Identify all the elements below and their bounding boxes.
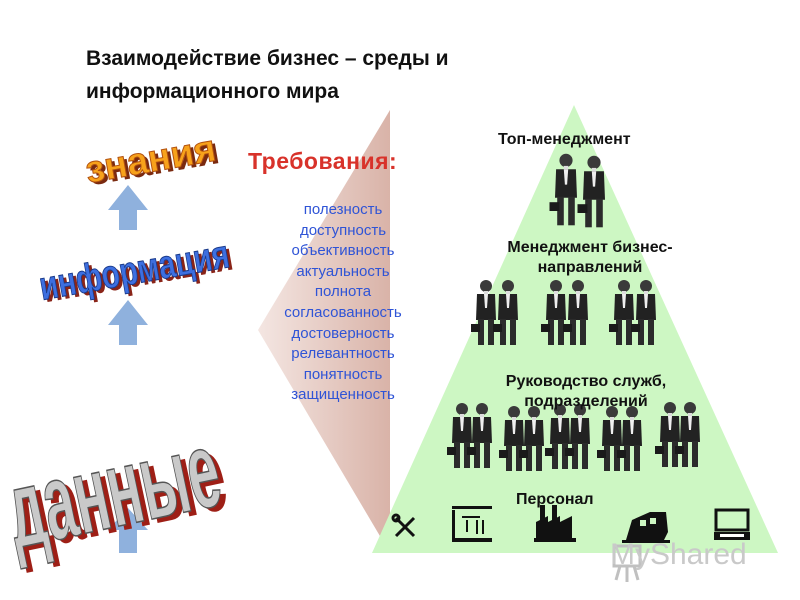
requirements-heading: Требования: bbox=[248, 148, 398, 174]
arrow-up-icon bbox=[108, 508, 148, 553]
level-label-line: Менеджмент бизнес- bbox=[507, 239, 673, 256]
word-information: информация информация bbox=[35, 232, 236, 312]
requirements-list: полезность доступность объективность акт… bbox=[258, 200, 428, 406]
requirements-backdrop bbox=[258, 110, 390, 553]
requirement-item: понятность bbox=[303, 365, 383, 383]
watermark-logo-icon bbox=[612, 544, 642, 582]
svg-text:информация: информация bbox=[36, 232, 233, 309]
svg-text:данные: данные bbox=[0, 408, 230, 571]
requirement-item: защищенность bbox=[291, 386, 395, 404]
level-top-management: Топ-менеджмент bbox=[498, 131, 631, 148]
word-data: данные данные bbox=[0, 407, 236, 574]
watermark-text: MyShared bbox=[610, 538, 747, 571]
level-label-line: направлений bbox=[537, 259, 643, 276]
level-staff: Персонал bbox=[516, 491, 594, 508]
computer-icon bbox=[714, 508, 750, 540]
requirement-item: полезность bbox=[303, 201, 383, 218]
level-service-heads: Руководство служб, подразделений bbox=[488, 372, 684, 412]
factory-icon bbox=[534, 505, 576, 542]
arrow-up-icon bbox=[108, 185, 148, 230]
requirement-item: согласованность bbox=[284, 303, 402, 321]
level-label-line: подразделений bbox=[524, 393, 648, 410]
page-title: Взаимодействие бизнес – среды и информац… bbox=[86, 47, 449, 103]
requirement-item: релевантность bbox=[291, 345, 395, 363]
requirement-item: объективность bbox=[291, 242, 395, 260]
level-label-line: Руководство служб, bbox=[505, 373, 667, 390]
arrows bbox=[108, 185, 148, 553]
requirement-item: достоверность bbox=[291, 324, 395, 342]
wrench-icon bbox=[391, 513, 416, 538]
train-icon bbox=[622, 512, 670, 543]
requirement-item: доступность bbox=[299, 221, 387, 239]
word-knowledge: знания знания bbox=[82, 127, 223, 194]
crane-building-icon bbox=[452, 506, 492, 542]
level-business-management: Менеджмент бизнес- направлений bbox=[490, 238, 690, 278]
requirement-item: актуальность bbox=[296, 262, 390, 280]
requirement-item: полнота bbox=[314, 283, 372, 301]
arrow-up-icon bbox=[108, 300, 148, 345]
